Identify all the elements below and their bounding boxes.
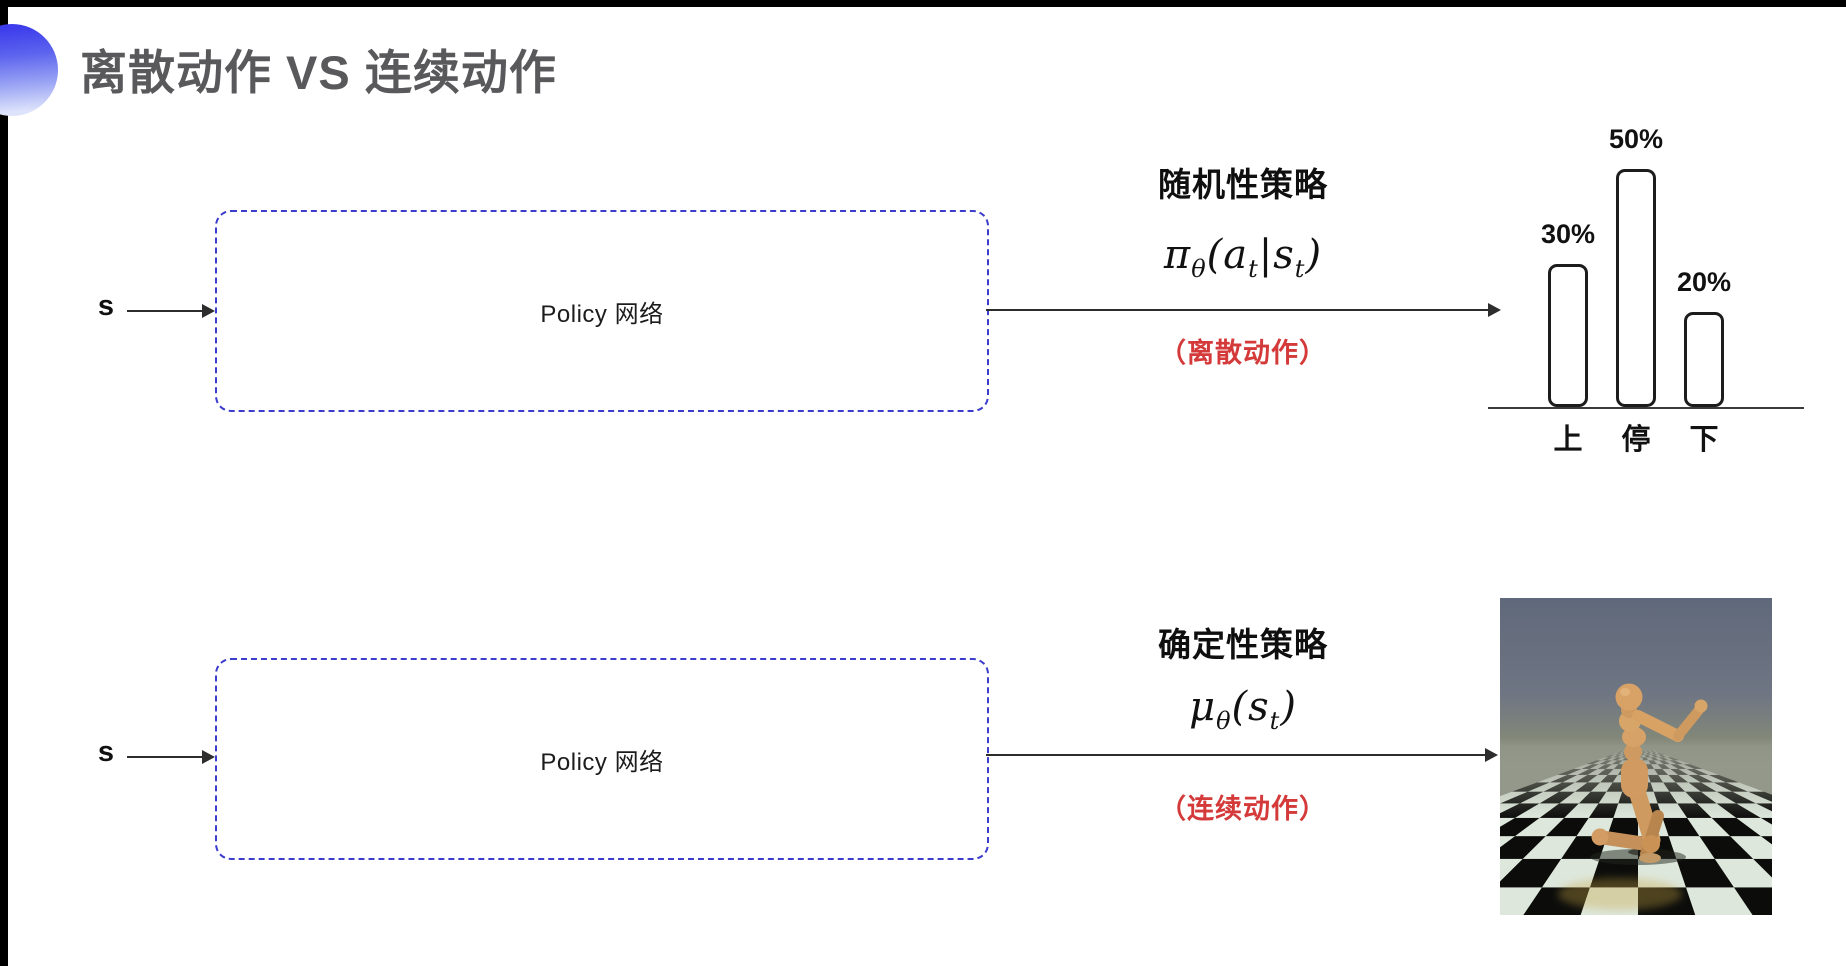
- bar-value-label: 50%: [1608, 124, 1664, 154]
- bar-category-down: 下: [1689, 424, 1719, 456]
- bar-category-up: 上: [1553, 424, 1583, 456]
- stochastic-policy-title: 随机性策略: [1158, 166, 1328, 203]
- state-input-label-bottom: s: [97, 736, 115, 768]
- deterministic-policy-block: 确定性策略 μθ(st) （连续动作）: [1090, 618, 1396, 826]
- screen-edge-top: [0, 0, 1846, 7]
- discrete-action-note: （离散动作）: [1159, 338, 1327, 368]
- policy-network-label-top: Policy 网络: [540, 300, 664, 328]
- deterministic-policy-formula: μθ(st): [1189, 684, 1297, 735]
- stochastic-policy-block: 随机性策略 πθ(at|st) （离散动作）: [1090, 158, 1396, 370]
- continuous-action-note: （连续动作）: [1159, 794, 1327, 824]
- stochastic-policy-formula: πθ(at|st): [1163, 232, 1323, 283]
- policy-network-label-bottom: Policy 网络: [540, 748, 664, 776]
- bar-rect-down: [1684, 312, 1724, 407]
- screen-edge-left: [0, 0, 8, 966]
- bar-rect-stop: [1616, 169, 1656, 407]
- bar-value-label: 30%: [1540, 219, 1596, 249]
- bar-column-down: 20%: [1677, 267, 1731, 407]
- state-input-label-top: s: [97, 290, 115, 322]
- input-arrow-top: [127, 303, 215, 318]
- title-accent-circle-icon: [0, 24, 58, 116]
- bar-value-label: 20%: [1676, 267, 1732, 297]
- humanoid-robot-figure: [1590, 683, 1708, 865]
- deterministic-policy-title: 确定性策略: [1158, 626, 1328, 663]
- page-title: 离散动作 VS 连续动作: [80, 46, 557, 99]
- policy-network-box-top: Policy 网络: [215, 210, 989, 412]
- humanoid-simulation-image: [1500, 598, 1772, 915]
- bar-category-stop: 停: [1621, 424, 1651, 456]
- bar-column-stop: 50%: [1609, 124, 1663, 407]
- bar-rect-up: [1548, 264, 1588, 407]
- policy-network-box-bottom: Policy 网络: [215, 658, 989, 860]
- humanoid-simulation-svg: [1500, 683, 1772, 915]
- input-arrow-bottom: [127, 749, 215, 764]
- floor-light-reflection: [1558, 878, 1682, 910]
- output-arrow-bottom: [986, 747, 1498, 762]
- bar-chart-baseline: [1488, 407, 1804, 409]
- bar-column-up: 30%: [1541, 219, 1595, 407]
- output-arrow-top: [986, 302, 1501, 317]
